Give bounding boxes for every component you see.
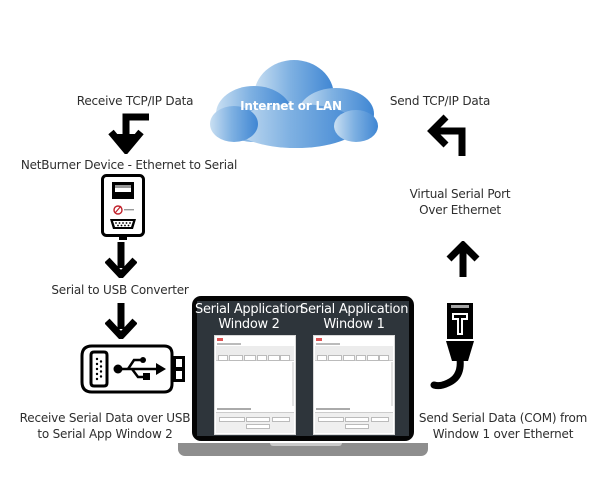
netburner-device-label: NetBurner Device - Ethernet to Serial (20, 158, 238, 172)
send-panel (216, 412, 294, 433)
virtual-serial-port-label-line2: Over Ethernet (419, 203, 501, 217)
menu-bar (316, 343, 340, 345)
app-icon (316, 338, 322, 341)
window1-title: Serial Application Window 1 (300, 302, 408, 332)
ethernet-cable-icon (430, 303, 474, 390)
virtual-serial-port-label: Virtual Serial Port Over Ethernet (390, 186, 530, 218)
status-line (316, 408, 350, 410)
window2-title-line2: Window 2 (218, 317, 280, 332)
toolbar (216, 346, 294, 361)
send-serial-label: Send Serial Data (COM) from Window 1 ove… (408, 410, 598, 442)
toolbar (315, 346, 393, 361)
cloud-icon (210, 60, 378, 148)
window2-title: Serial Application Window 2 (195, 302, 303, 332)
receive-serial-label-line1: Receive Serial Data over USB (19, 411, 191, 425)
app-icon (217, 338, 223, 341)
arrow-turn-down-icon (108, 113, 149, 154)
window1-title-line1: Serial Application (300, 302, 409, 317)
virtual-serial-port-label-line1: Virtual Serial Port (409, 187, 511, 201)
window1-title-line2: Window 1 (323, 317, 385, 332)
arrow-up-icon (446, 241, 480, 277)
laptop-base (178, 443, 428, 456)
send-serial-label-line1: Send Serial Data (COM) from (418, 411, 588, 425)
scrollbar[interactable] (391, 362, 393, 406)
serial-to-usb-label: Serial to USB Converter (51, 283, 189, 297)
status-line (217, 408, 251, 410)
serial-app-window-2[interactable] (214, 335, 296, 435)
send-serial-label-line2: Window 1 over Ethernet (432, 427, 574, 441)
arrow-down-icon (105, 242, 137, 278)
menu-bar (217, 343, 241, 345)
netburner-device-icon (101, 174, 145, 240)
usb-serial-converter-icon (80, 344, 185, 394)
arrow-down-icon (105, 303, 137, 339)
window2-title-line1: Serial Application (195, 302, 304, 317)
arrow-turn-up-left-icon (427, 114, 466, 156)
scrollbar[interactable] (292, 362, 294, 406)
send-tcp-label: Send TCP/IP Data (389, 94, 491, 108)
serial-app-window-1[interactable] (313, 335, 395, 435)
laptop-notch (270, 443, 342, 446)
receive-serial-label-line2: to Serial App Window 2 (37, 427, 173, 441)
receive-tcp-label: Receive TCP/IP Data (76, 94, 194, 108)
receive-serial-label: Receive Serial Data over USB to Serial A… (10, 410, 200, 442)
send-panel (315, 412, 393, 433)
cloud-label: Internet or LAN (240, 99, 342, 113)
